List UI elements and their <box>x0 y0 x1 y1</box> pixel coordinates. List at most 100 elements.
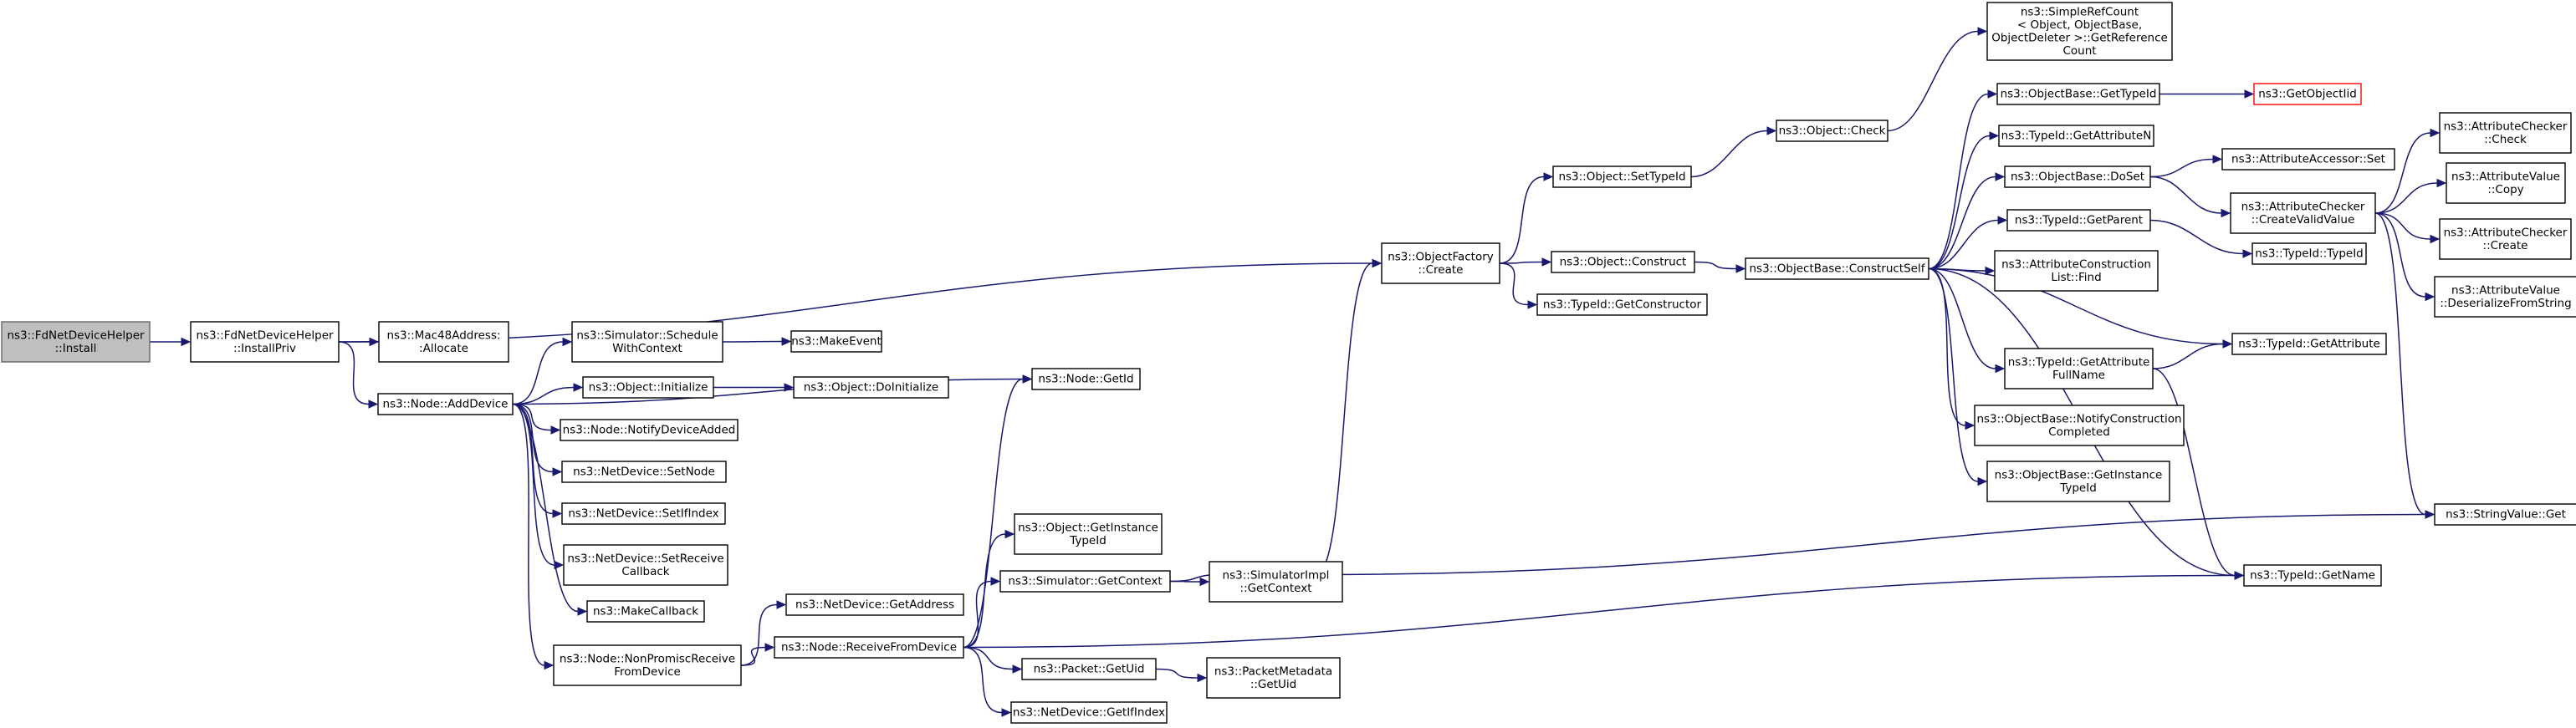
edge-line <box>2149 219 2244 255</box>
node-typeid-typeid[interactable]: ns3::TypeId::TypeId <box>2251 242 2367 265</box>
node-objectbase-doset[interactable]: ns3::ObjectBase::DoSet <box>2004 165 2151 188</box>
node-label-line: ns3::Mac48Address: <box>386 328 500 342</box>
edge-object-initialize-to-object-doinitialize <box>713 383 795 392</box>
node-label-line: ns3::NetDevice::GetAddress <box>795 598 954 612</box>
node-box <box>790 330 882 353</box>
node-sim-getcontext[interactable]: ns3::Simulator::GetContext <box>999 570 1171 593</box>
node-object-initialize[interactable]: ns3::Object::Initialize <box>582 376 714 399</box>
node-label-line: ns3::SimulatorImpl <box>1223 568 1330 582</box>
edge-typeid-getparent-to-typeid-typeid <box>2149 219 2253 258</box>
node-fdnet-installpriv[interactable]: ns3::FdNetDeviceHelper::InstallPriv <box>190 321 340 363</box>
node-label-line: ns3::Object::DoInitialize <box>804 381 939 395</box>
edge-arrowhead <box>1541 257 1552 267</box>
node-label-line: ns3::Packet::GetUid <box>1034 663 1145 676</box>
node-packet-getuid[interactable]: ns3::Packet::GetUid <box>1021 658 1157 680</box>
edge-node-receivefromdevice-to-packet-getuid <box>963 646 1023 674</box>
node-box <box>2439 112 2572 154</box>
node-box <box>190 321 340 363</box>
edge-arrowhead <box>781 337 792 346</box>
node-box <box>586 600 705 623</box>
node-netdevice-setnode[interactable]: ns3::NetDevice::SetNode <box>561 461 727 483</box>
edge-arrowhead <box>1735 264 1746 273</box>
node-node-receivefromdevice[interactable]: ns3::Node::ReceiveFromDevice <box>774 636 964 659</box>
node-mac48-allocate[interactable]: ns3::Mac48Address::Allocate <box>378 321 509 363</box>
node-makeevent[interactable]: ns3::MakeEvent <box>790 330 882 353</box>
node-typeid-getattributen[interactable]: ns3::TypeId::GetAttributeN <box>1998 125 2154 147</box>
node-object-settypeid[interactable]: ns3::Object::SetTypeId <box>1552 165 1692 188</box>
node-box <box>1974 405 2185 446</box>
node-typeid-getparent[interactable]: ns3::TypeId::GetParent <box>2006 209 2151 232</box>
edge-line <box>1499 261 1543 264</box>
edge-line <box>512 403 545 666</box>
node-label-line: ns3::Object::Initialize <box>589 381 708 395</box>
edge-attributechecker-createvalidvalue-to-attributevalue-copy <box>2374 178 2447 214</box>
node-typeid-getattribute[interactable]: ns3::TypeId::GetAttribute <box>2231 333 2387 355</box>
node-netdevice-setifindex[interactable]: ns3::NetDevice::SetIfIndex <box>561 502 726 525</box>
node-simplerefcount[interactable]: ns3::SimpleRefCount< Object, ObjectBase,… <box>1986 2 2173 61</box>
node-box <box>1014 513 1163 555</box>
node-box <box>785 593 964 616</box>
node-typeid-getconstructor[interactable]: ns3::TypeId::GetConstructor <box>1536 293 1708 316</box>
edge-arrowhead <box>2425 292 2435 302</box>
edge-arrowhead <box>368 400 379 409</box>
edge-line <box>1169 580 1201 583</box>
node-stringvalue-get[interactable]: ns3::StringValue::Get <box>2434 503 2576 526</box>
node-simimpl-getcontext[interactable]: ns3::SimulatorImpl::GetContext <box>1209 561 1343 603</box>
node-netdevice-getifindex[interactable]: ns3::NetDevice::GetIfIndex <box>1010 701 1168 724</box>
node-getobjectiid[interactable]: ns3::GetObjectIid <box>2253 83 2362 105</box>
node-label-line: ns3::FdNetDeviceHelper <box>196 328 334 342</box>
node-objectbase-notifyconstructioncompleted[interactable]: ns3::ObjectBase::NotifyConstructionCompl… <box>1974 405 2185 446</box>
node-node-notifydeviceadded[interactable]: ns3::Node::NotifyDeviceAdded <box>560 419 739 441</box>
edge-line <box>1928 267 1996 369</box>
node-label-line: WithContext <box>612 342 682 355</box>
node-object-doinitialize[interactable]: ns3::Object::DoInitialize <box>793 376 949 399</box>
edge-line <box>1155 668 1199 679</box>
node-netdevice-getaddress[interactable]: ns3::NetDevice::GetAddress <box>785 593 964 616</box>
node-node-adddevice[interactable]: ns3::Node::AddDevice <box>377 393 514 415</box>
node-packetmetadata-getuid[interactable]: ns3::PacketMetadata::GetUid <box>1206 657 1341 699</box>
node-attributevalue-copy[interactable]: ns3::AttributeValue::Copy <box>2446 162 2566 204</box>
edge-arrowhead <box>2242 249 2253 258</box>
edge-attributechecker-createvalidvalue-to-attributevalue-deserialize <box>2374 212 2435 302</box>
node-label-line: ns3::AttributeValue <box>2451 283 2560 297</box>
node-objectfactory-create[interactable]: ns3::ObjectFactory::Create <box>1381 242 1500 284</box>
node-attributechecker-createvalidvalue[interactable]: ns3::AttributeChecker::CreateValidValue <box>2230 192 2376 234</box>
edge-line <box>740 646 766 666</box>
node-node-getid[interactable]: ns3::Node::GetId <box>1031 368 1141 390</box>
node-box <box>2006 209 2151 232</box>
node-attributechecker-create[interactable]: ns3::AttributeChecker::Create <box>2439 218 2572 260</box>
edge-line <box>963 378 1024 649</box>
node-box <box>1021 658 1157 680</box>
node-typeid-getname[interactable]: ns3::TypeId::GetName <box>2243 564 2382 587</box>
node-object-construct[interactable]: ns3::Object::Construct <box>1551 251 1695 273</box>
node-attributeaccessor-set[interactable]: ns3::AttributeAccessor::Set <box>2221 148 2395 171</box>
node-label-line: ns3::TypeId::GetAttributeN <box>2001 130 2152 143</box>
node-box <box>2004 348 2154 389</box>
node-box <box>1 321 151 363</box>
edge-arrowhead <box>2212 155 2223 164</box>
node-box <box>2004 165 2151 188</box>
node-objectbase-constructself[interactable]: ns3::ObjectBase::ConstructSelf <box>1745 257 1929 280</box>
node-attributechecker-check[interactable]: ns3::AttributeChecker::Check <box>2439 112 2572 154</box>
node-box <box>1998 125 2154 147</box>
node-box <box>2446 162 2566 204</box>
node-box <box>1776 120 1889 142</box>
node-label-line: ns3::TypeId::GetAttribute <box>2008 355 2150 369</box>
edge-line <box>1928 219 1999 270</box>
edge-line <box>963 580 992 649</box>
node-makecallback[interactable]: ns3::MakeCallback <box>586 600 705 623</box>
edge-arrowhead <box>1977 27 1988 36</box>
edge-arrowhead <box>776 600 787 609</box>
node-object-check[interactable]: ns3::Object::Check <box>1776 120 1889 142</box>
node-label-line: ns3::Node::AddDevice <box>383 398 509 411</box>
node-attributevalue-deserialize[interactable]: ns3::AttributeValue::DeserializeFromStri… <box>2434 276 2576 318</box>
node-objectbase-gettypeid[interactable]: ns3::ObjectBase::GetTypeId <box>1996 83 2160 105</box>
